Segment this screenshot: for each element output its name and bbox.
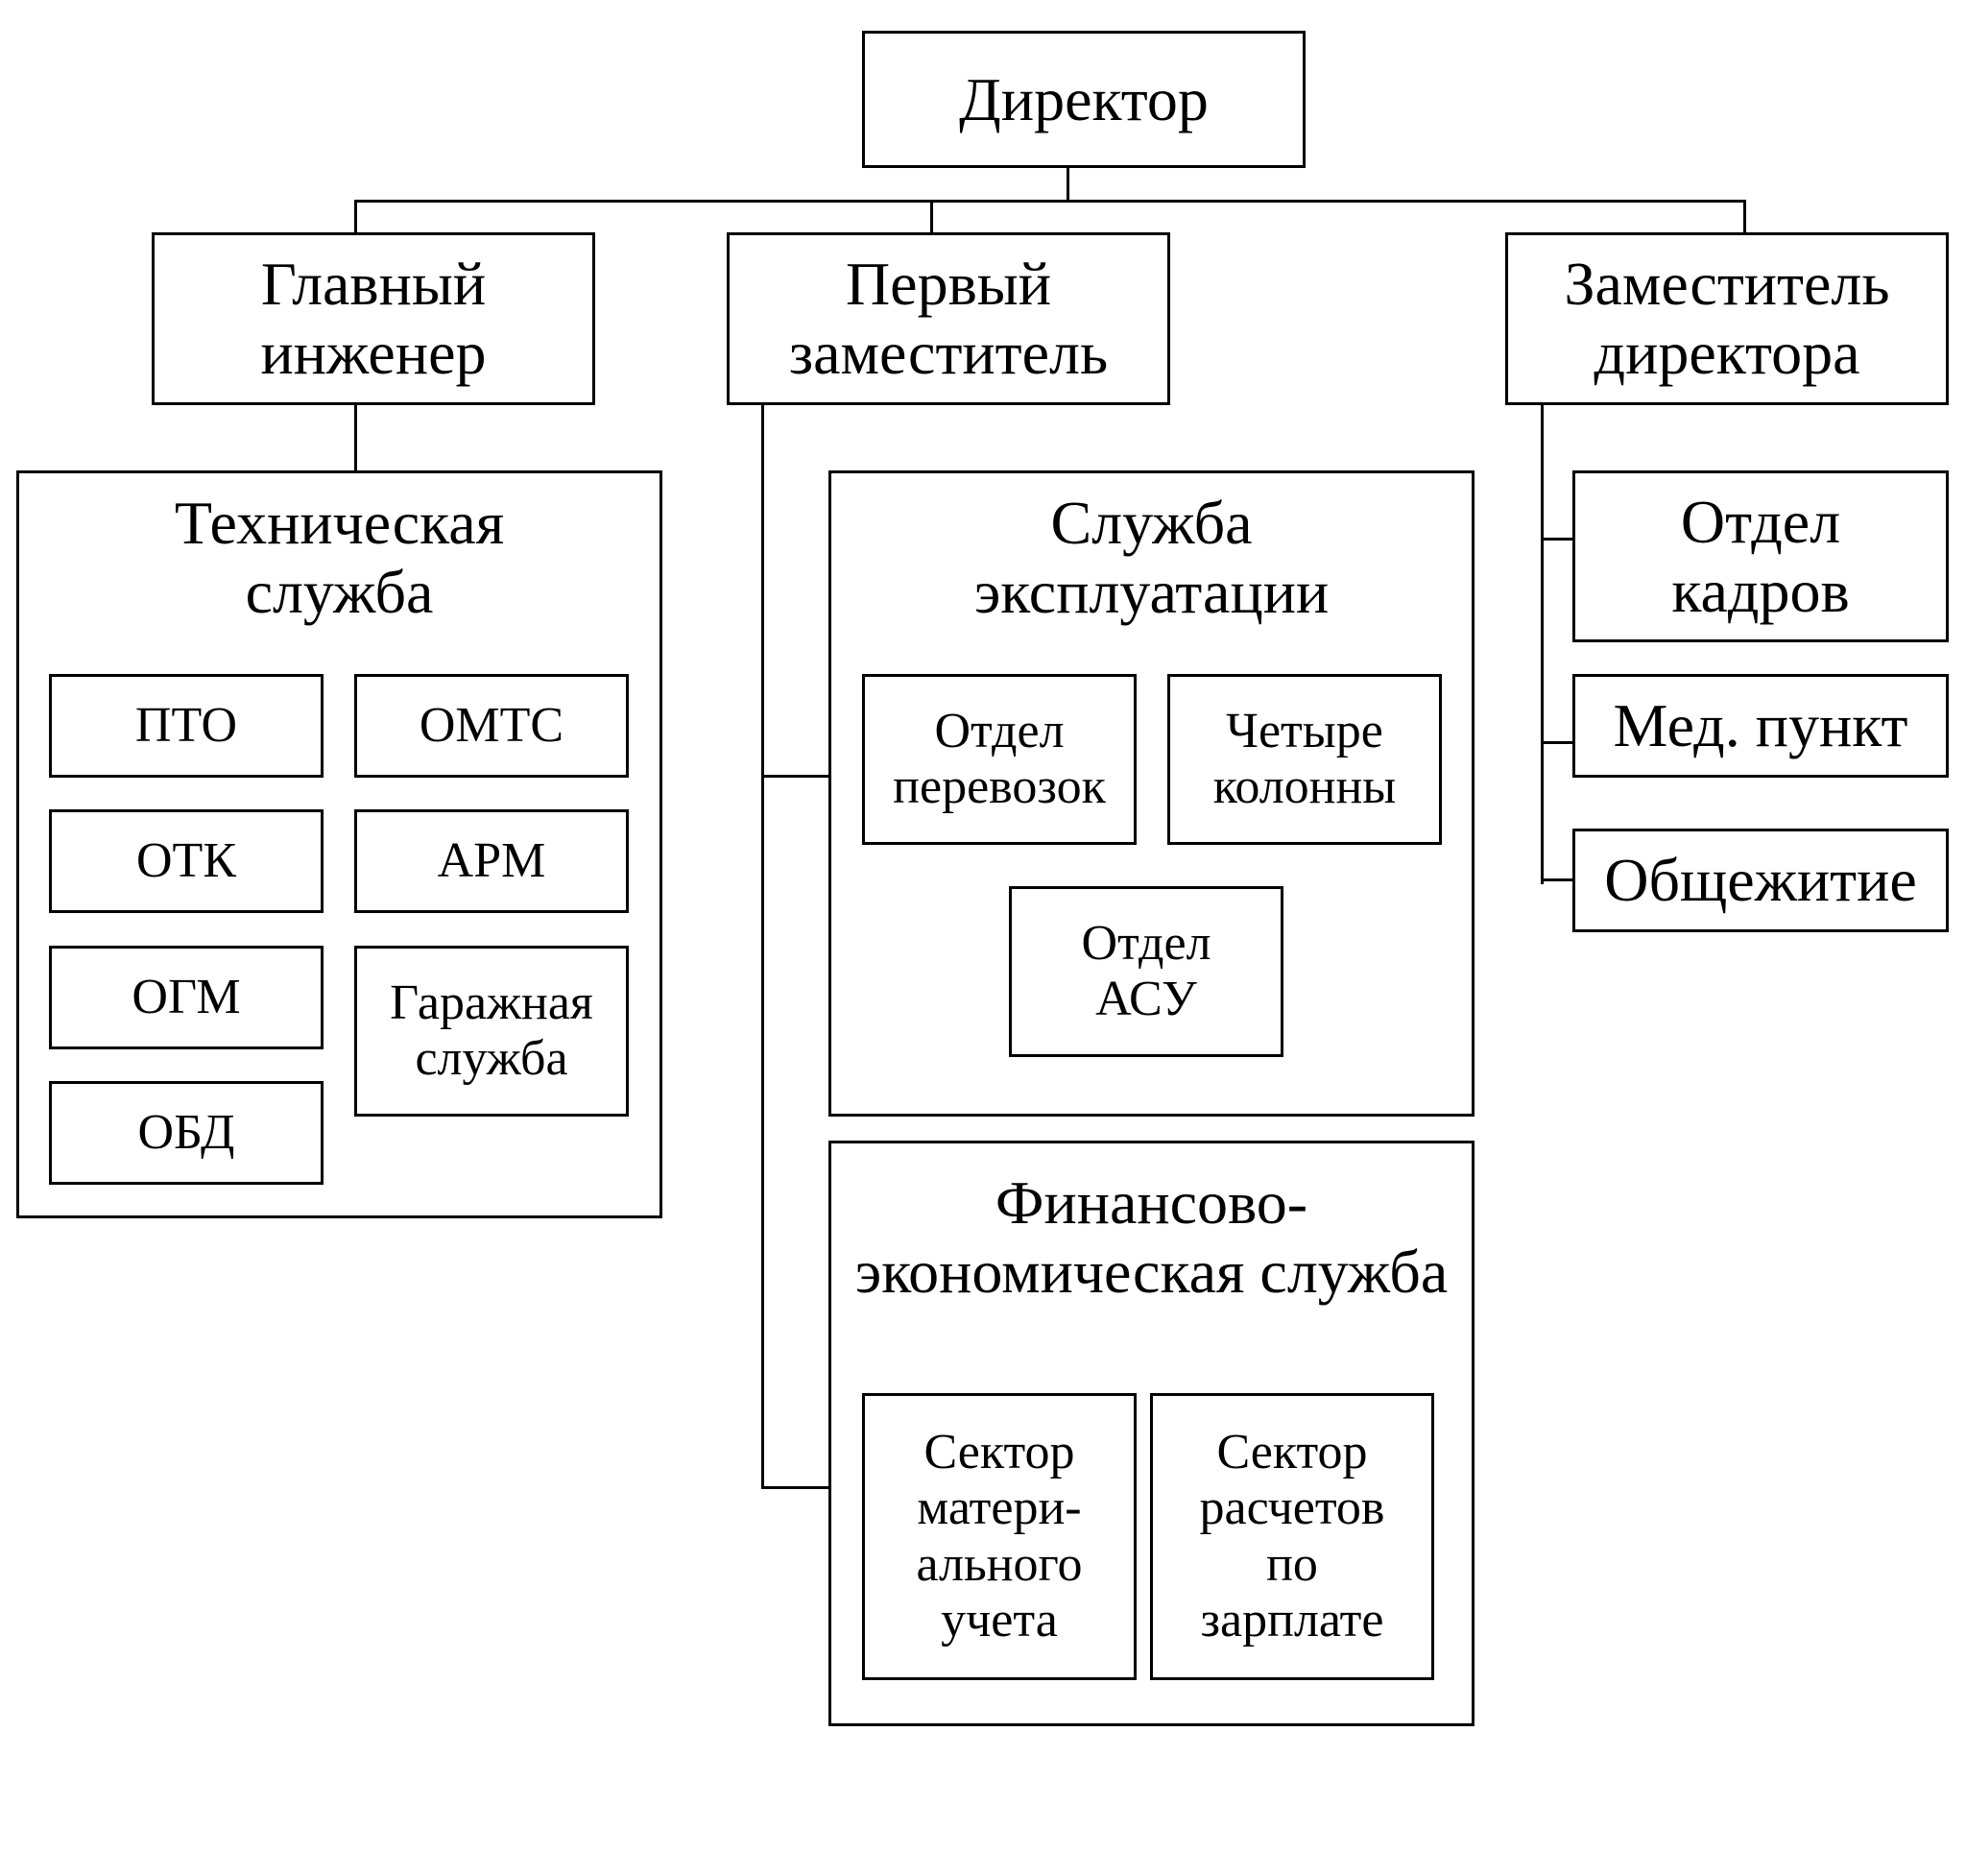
unit-obd-label: ОБД <box>137 1104 235 1160</box>
director-box: Директор <box>862 31 1306 168</box>
connector-deputy-spine <box>1541 403 1544 884</box>
unit-medical-label: Мед. пункт <box>1613 691 1908 760</box>
unit-asu-label: Отдел АСУ <box>1081 915 1211 1026</box>
connector-first-deputy-spine <box>761 403 764 1489</box>
connector-to-medical <box>1541 741 1574 744</box>
unit-transport: Отдел перевозок <box>862 674 1137 845</box>
unit-payroll-label: Сектор расчетов по зарплате <box>1199 1425 1385 1648</box>
unit-hr: Отдел кадров <box>1572 470 1949 642</box>
connector-to-dormitory <box>1541 878 1574 881</box>
connector-top-bus <box>354 200 1746 203</box>
unit-garage: Гаражная служба <box>354 946 629 1117</box>
unit-pto: ПТО <box>49 674 324 778</box>
deputy-director-label: Заместитель директора <box>1564 250 1890 387</box>
finance-service-title: Финансово- экономическая служба <box>854 1168 1449 1306</box>
unit-ogm: ОГМ <box>49 946 324 1049</box>
deputy-director-box: Заместитель директора <box>1505 232 1949 405</box>
unit-hr-label: Отдел кадров <box>1671 487 1850 625</box>
first-deputy-label: Первый заместитель <box>788 250 1109 387</box>
unit-arm-label: АРМ <box>437 832 546 888</box>
unit-medical: Мед. пункт <box>1572 674 1949 778</box>
unit-asu: Отдел АСУ <box>1009 886 1283 1057</box>
unit-otk-label: ОТК <box>136 832 236 888</box>
connector-to-finance <box>761 1486 830 1489</box>
unit-material-accounting-label: Сектор матери- ального учета <box>916 1425 1083 1648</box>
unit-ogm-label: ОГМ <box>132 969 241 1024</box>
first-deputy-box: Первый заместитель <box>727 232 1170 405</box>
connector-director-down <box>1067 168 1069 203</box>
unit-columns-label: Четыре колонны <box>1212 703 1397 814</box>
connector-to-operations <box>761 775 830 778</box>
technical-service-title: Техническая служба <box>174 489 505 626</box>
unit-dormitory: Общежитие <box>1572 829 1949 932</box>
connector-to-first-deputy <box>930 200 933 234</box>
operations-service-title: Служба эксплуатации <box>973 489 1330 626</box>
unit-arm: АРМ <box>354 809 629 913</box>
connector-engineer-to-technical <box>354 403 357 472</box>
unit-payroll: Сектор расчетов по зарплате <box>1150 1393 1434 1680</box>
unit-obd: ОБД <box>49 1081 324 1185</box>
unit-otk: ОТК <box>49 809 324 913</box>
unit-omts: ОМТС <box>354 674 629 778</box>
unit-transport-label: Отдел перевозок <box>893 703 1106 814</box>
connector-to-hr <box>1541 538 1574 541</box>
unit-columns: Четыре колонны <box>1167 674 1442 845</box>
chief-engineer-label: Главный инженер <box>260 250 487 387</box>
unit-garage-label: Гаражная служба <box>390 974 593 1086</box>
connector-to-deputy-director <box>1743 200 1746 234</box>
unit-dormitory-label: Общежитие <box>1604 846 1917 915</box>
unit-material-accounting: Сектор матери- ального учета <box>862 1393 1137 1680</box>
unit-omts-label: ОМТС <box>419 697 564 753</box>
connector-to-chief-engineer <box>354 200 357 234</box>
director-label: Директор <box>959 64 1209 133</box>
unit-pto-label: ПТО <box>134 697 238 753</box>
chief-engineer-box: Главный инженер <box>152 232 595 405</box>
